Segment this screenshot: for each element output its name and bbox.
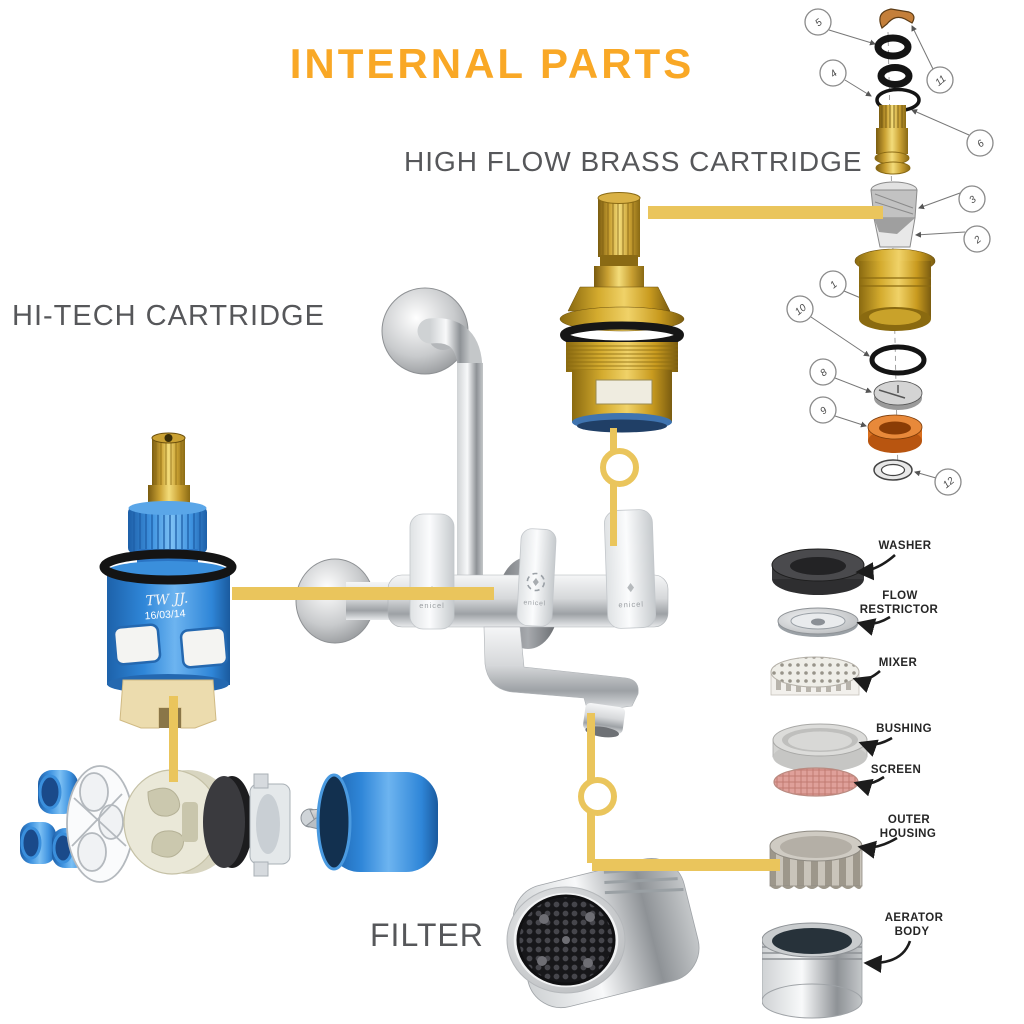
oring-small-1 (874, 34, 912, 60)
hitech-window-left (112, 623, 162, 666)
brand-diamond-icon-right (627, 582, 635, 593)
callout-6: 6 (975, 138, 987, 150)
callout-8: 8 (818, 367, 830, 379)
seal-frame-clear (66, 765, 134, 883)
right-handle: enicel (604, 509, 656, 629)
aerator-label-flow: FLOW (882, 590, 917, 602)
washer-bottom (873, 459, 913, 481)
aerator-label-mixer: MIXER (879, 657, 918, 669)
hitech-marking-line2: 16/03/14 (144, 608, 186, 623)
aerator-label-housing: HOUSING (880, 828, 936, 840)
exploded-brass-cartridge-diagram: 5 11 4 6 3 2 1 10 8 9 12 (786, 8, 994, 496)
aerator-label-aerator: AERATOR (885, 912, 944, 924)
callout-5: 5 (813, 17, 825, 29)
leader-10 (810, 316, 870, 357)
diverter-lever: enicel (516, 528, 557, 627)
aerator-part-bushing (772, 723, 868, 772)
arrow-aerator-body (863, 940, 912, 973)
housing-clear (249, 773, 291, 877)
brass-cartridge-oring (560, 321, 684, 349)
brand-right: enicel (618, 600, 644, 610)
callout-3: 3 (967, 194, 979, 206)
connector-brass-cartridge-to-faucet (610, 428, 617, 546)
left-handle: enicel (409, 513, 455, 630)
spline-coupling (870, 181, 918, 248)
page-title: INTERNAL PARTS (289, 40, 695, 87)
label-hi-tech-cartridge: HI-TECH CARTRIDGE (12, 300, 325, 332)
brand-left: enicel (419, 601, 445, 610)
aerator-label-screen: SCREEN (871, 764, 921, 776)
hitech-window-right (179, 626, 229, 669)
aerator-part-flow-restrictor (777, 607, 859, 637)
oring-body (869, 344, 927, 376)
callout-circles: 5 11 4 6 3 2 1 10 8 9 12 (786, 8, 994, 496)
arrow-washer (855, 554, 896, 581)
callout-1: 1 (828, 279, 839, 291)
aerator-label-bushing: BUSHING (876, 723, 932, 735)
spout (483, 626, 639, 713)
hitech-knurled-nut (128, 501, 207, 553)
connector-hitech-cartridge-to-faucet (232, 587, 494, 600)
arrow-flow-restrictor (856, 615, 891, 636)
hitech-oring (99, 549, 237, 585)
leader-5 (828, 29, 876, 46)
retainer-clip (879, 8, 915, 29)
diverter-dial-icon (526, 572, 546, 592)
connector-filter-to-aerator-parts (592, 859, 780, 871)
cartridge-brass-body (854, 248, 936, 331)
hitech-stem (148, 432, 190, 512)
connector-hitech-cartridge-to-exploded (169, 696, 178, 782)
leader-3 (918, 192, 961, 210)
shower-pipe (457, 363, 483, 579)
arrow-mixer (852, 670, 881, 693)
leader-6 (911, 109, 970, 136)
aerator-part-outer-housing (769, 830, 863, 889)
ceramic-disc (873, 380, 923, 410)
spindle (874, 105, 911, 175)
hitech-base (119, 679, 217, 729)
leader-8 (834, 377, 872, 393)
hitech-internals-exploded (20, 765, 438, 883)
hitech-marking-line1: TW JJ. (145, 591, 189, 610)
oring-small-2 (877, 64, 913, 88)
arrow-screen (853, 775, 885, 797)
aerator-part-aerator-body (762, 922, 863, 1019)
cap-blue (316, 772, 438, 872)
arrow-bushing (858, 736, 893, 757)
aerator-part-washer (771, 548, 865, 595)
brass-cartridge-window (595, 379, 653, 405)
leader-9 (834, 415, 867, 428)
brass-cartridge-shoulder (567, 286, 671, 312)
leader-11 (911, 25, 934, 70)
aerator-part-screen (773, 767, 859, 797)
label-filter: FILTER (370, 917, 484, 953)
aerator-label-restrictor: RESTRICTOR (860, 604, 939, 616)
aerator-part-mixer (770, 656, 860, 696)
aerator-label-washer: WASHER (879, 540, 932, 552)
connector-ring-bottom (578, 777, 617, 816)
leader-12 (914, 470, 937, 479)
brass-cartridge-stem (597, 192, 641, 257)
brand-center: enicel (523, 599, 546, 607)
aerator-label-outer: OUTER (888, 814, 931, 826)
connector-ring-top (600, 448, 639, 487)
disc-black (203, 776, 253, 868)
connector-brass-cartridge-to-diagram (648, 206, 883, 219)
callout-4: 4 (828, 68, 840, 80)
leader-2 (915, 231, 966, 238)
brass-cartridge-illustration (559, 192, 685, 433)
label-high-flow-brass-cartridge: HIGH FLOW BRASS CARTRIDGE (404, 146, 863, 177)
aerator-label-body: BODY (895, 926, 930, 938)
seal-ring-orange (867, 414, 923, 453)
arrow-outer-housing (857, 836, 898, 859)
filter-aerator-illustration (506, 858, 700, 1009)
aerator-parts-column: WASHER FLOW RESTRICTOR MIXER (762, 540, 944, 1019)
filter-mesh-posts (537, 912, 595, 968)
leader-4 (844, 79, 872, 97)
hitech-cartridge-illustration: TW JJ. 16/03/14 (99, 432, 237, 729)
callout-9: 9 (818, 405, 830, 417)
brass-cartridge-threads (566, 342, 678, 372)
